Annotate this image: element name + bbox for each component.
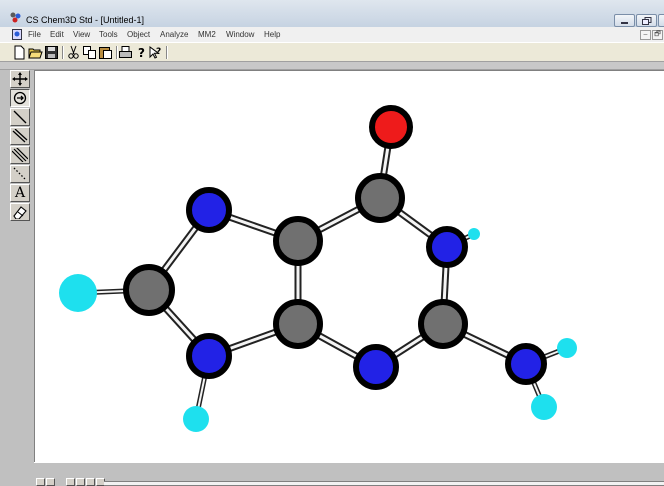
restore-button[interactable]	[636, 14, 657, 27]
atom-carbon-c5[interactable]	[273, 216, 323, 266]
tool-palette: A	[0, 70, 34, 486]
dashed-bond-icon	[13, 167, 27, 181]
scroll-first-button[interactable]	[36, 478, 45, 486]
scroll-play-button[interactable]	[66, 478, 75, 486]
title-bar: CS Chem3D Std - [Untitled-1]	[0, 0, 664, 27]
minimize-button[interactable]	[614, 14, 635, 27]
document-icon[interactable]	[12, 29, 22, 40]
eraser-icon	[13, 206, 27, 219]
rotate-tool[interactable]	[10, 89, 30, 107]
atom-carbon-c4[interactable]	[273, 299, 323, 349]
open-folder-icon[interactable]	[28, 45, 43, 60]
triple-bond-tool[interactable]	[10, 146, 30, 164]
single-bond-tool[interactable]	[10, 108, 30, 126]
document-restore-button[interactable]: 🗗	[652, 30, 663, 40]
atom-hydrogen-h2a[interactable]	[557, 338, 577, 358]
menu-edit[interactable]: Edit	[50, 30, 64, 39]
triple-bond-icon	[12, 148, 28, 162]
double-bond-tool[interactable]	[10, 127, 30, 145]
menu-analyze[interactable]: Analyze	[160, 30, 189, 39]
menu-object[interactable]: Object	[127, 30, 151, 39]
toolbar-separator	[62, 46, 64, 59]
print-icon[interactable]	[118, 45, 133, 60]
menu-view[interactable]: View	[73, 30, 91, 39]
move-arrows-icon	[12, 72, 28, 86]
atom-hydrogen-h9[interactable]	[183, 406, 209, 432]
dummy-bond-tool[interactable]	[10, 165, 30, 183]
text-tool-label: A	[14, 185, 26, 201]
menu-bar: File Edit View Tools Object Analyze MM2 …	[0, 27, 664, 42]
atom-nitrogen-n7[interactable]	[186, 187, 232, 233]
atom-hydrogen-h1[interactable]	[468, 228, 480, 240]
minimize-icon	[621, 22, 628, 24]
close-button[interactable]	[658, 14, 664, 27]
frame-slider-track[interactable]	[104, 481, 664, 486]
menu-file[interactable]: File	[28, 30, 41, 39]
cut-icon[interactable]	[66, 45, 81, 60]
context-help-icon[interactable]: ?	[148, 45, 163, 60]
atom-nitrogen-n1[interactable]	[426, 226, 468, 268]
toolbar-strip	[0, 62, 664, 70]
standard-toolbar: ? ?	[0, 42, 664, 62]
atom-nitrogen-n9[interactable]	[186, 333, 232, 379]
svg-text:?: ?	[156, 47, 161, 57]
svg-text:?: ?	[138, 46, 145, 60]
double-bond-icon	[12, 129, 28, 143]
eraser-tool[interactable]	[10, 203, 30, 221]
scroll-back-button[interactable]	[46, 478, 55, 486]
atom-oxygen-o[interactable]	[369, 105, 413, 149]
atom-nitrogen-n2[interactable]	[505, 343, 547, 385]
toolbar-separator	[166, 46, 168, 59]
copy-icon[interactable]	[82, 45, 97, 60]
document-minimize-button[interactable]: –	[640, 30, 651, 40]
scroll-forward-button[interactable]	[86, 478, 95, 486]
toolbar-separator	[116, 46, 118, 59]
atom-hydrogen-h8[interactable]	[59, 274, 97, 312]
menu-window[interactable]: Window	[226, 30, 255, 39]
atom-carbon-c8[interactable]	[123, 264, 175, 316]
save-disk-icon[interactable]	[44, 45, 59, 60]
paste-icon[interactable]	[98, 45, 113, 60]
text-tool[interactable]: A	[10, 184, 30, 202]
menu-mm2[interactable]: MM2	[198, 30, 216, 39]
restore-icon	[642, 17, 652, 25]
chem3d-app-icon[interactable]	[10, 12, 21, 23]
single-bond-icon	[13, 110, 27, 124]
model-window[interactable]	[34, 70, 664, 462]
atom-hydrogen-h2b[interactable]	[531, 394, 557, 420]
atom-carbon-c2[interactable]	[418, 299, 468, 349]
atom-nitrogen-n3[interactable]	[353, 344, 399, 390]
rotate-icon	[13, 91, 27, 105]
atom-carbon-c6[interactable]	[355, 173, 405, 223]
help-icon[interactable]: ?	[134, 45, 149, 60]
window-title: CS Chem3D Std - [Untitled-1]	[26, 15, 145, 25]
molecule-view[interactable]	[35, 71, 664, 463]
bottom-bar	[34, 462, 664, 486]
move-tool[interactable]	[10, 70, 30, 88]
new-file-icon[interactable]	[12, 45, 27, 60]
scroll-stop-button[interactable]	[76, 478, 85, 486]
menu-tools[interactable]: Tools	[99, 30, 118, 39]
menu-help[interactable]: Help	[264, 30, 281, 39]
